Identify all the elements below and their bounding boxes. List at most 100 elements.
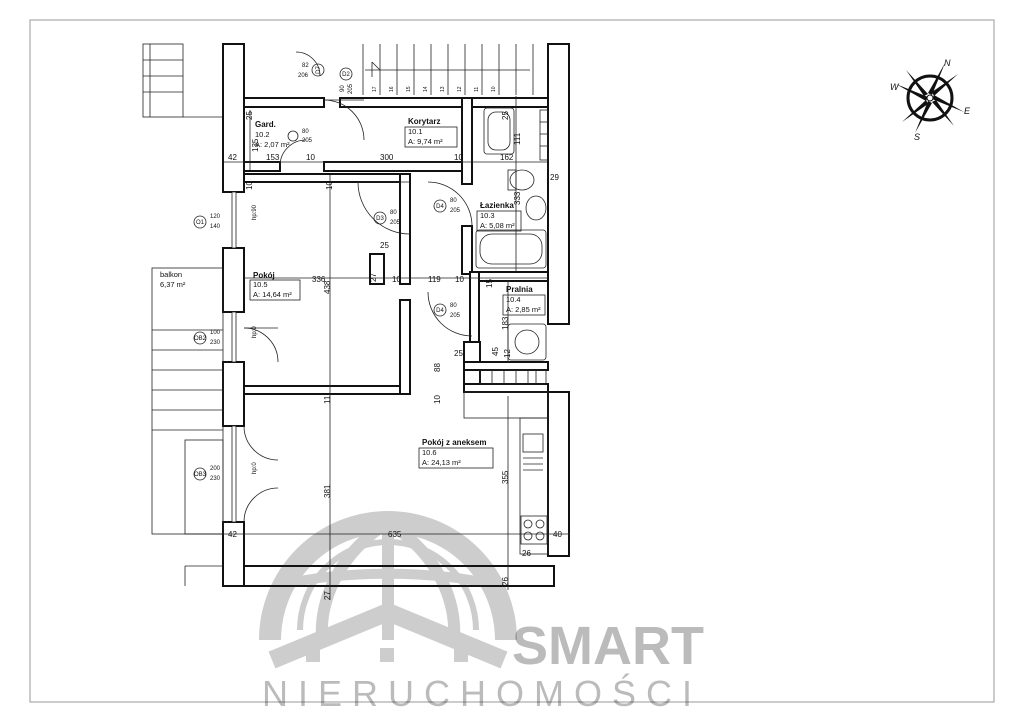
staircase	[362, 44, 534, 95]
dim-label: 438	[323, 280, 332, 294]
dim-label: 300	[380, 153, 394, 162]
watermark-brand: SMART NIERUCHOMOŚCI	[262, 616, 704, 714]
dim-label: 10	[454, 153, 463, 162]
door-tag: D2	[342, 72, 350, 78]
dim-label: 15	[485, 279, 494, 288]
door-tag: 80	[302, 129, 309, 135]
door-tag: 82	[302, 63, 309, 69]
balcony-area: 6,37 m²	[160, 280, 186, 289]
stair-number: 17	[372, 86, 378, 92]
room-area-pralnia: A: 2,85 m²	[506, 305, 541, 314]
door-tag: 80	[390, 210, 397, 216]
room-name-korytarz: Korytarz	[408, 117, 440, 126]
dim-label: 27	[323, 591, 332, 600]
dim-label: 635	[388, 530, 402, 539]
door-tag: D4	[436, 204, 444, 210]
dim-label: 119	[428, 275, 441, 284]
windows	[231, 191, 279, 523]
room-area-lazienka: A: 5,08 m²	[480, 221, 515, 230]
door-tag: 80	[450, 198, 457, 204]
room-name-pokoj: Pokój	[253, 271, 275, 280]
dim-label: 27	[369, 273, 378, 282]
window-tag: hp:90	[252, 204, 258, 220]
watermark-globe	[259, 511, 517, 669]
sheet-frame	[29, 19, 995, 703]
room-number-pokoj: 10.5	[253, 280, 268, 289]
door-tag: 205	[450, 208, 461, 214]
window-tag: 200	[210, 466, 221, 472]
compass-rose	[896, 63, 964, 133]
room-number-lazienka: 10.3	[480, 211, 495, 220]
balcony-name: balkon	[160, 270, 182, 279]
dim-label: 26	[522, 549, 531, 558]
dim-label: 355	[501, 470, 510, 484]
stair-number: 16	[389, 86, 395, 92]
dim-label: 135	[251, 138, 260, 152]
room-name-lazienka: Łazienka	[480, 201, 514, 210]
door-tag: D7	[316, 66, 322, 74]
window-tag: OB3	[194, 472, 207, 478]
dim-label: 162	[500, 153, 514, 162]
room-number-gard: 10.2	[255, 130, 270, 139]
window-tag: 230	[210, 340, 221, 346]
dim-label: 42	[228, 153, 237, 162]
window-tag: OB2	[194, 336, 207, 342]
room-area-gard: A: 2,07 m²	[255, 140, 290, 149]
stair-number: 14	[423, 86, 429, 92]
outer-walls	[222, 43, 570, 587]
brand-tagline: NIERUCHOMOŚCI	[262, 672, 702, 714]
room-number-korytarz: 10.1	[408, 127, 423, 136]
window-tag: 120	[210, 214, 221, 220]
stair-number: 15	[406, 86, 412, 92]
stair-number: 13	[440, 86, 446, 92]
stair-numbers: 17 16 15 14 13 12 11 10	[372, 86, 497, 92]
room-area-pokoj: A: 14,64 m²	[253, 290, 292, 299]
dim-label: 10	[245, 181, 254, 190]
window-tag: 140	[210, 224, 221, 230]
compass-east: E	[964, 106, 971, 116]
upper-balcony	[142, 43, 223, 118]
kitchen-unit	[463, 369, 549, 555]
window-tag: hp:0	[252, 462, 258, 474]
dim-label: 333	[513, 191, 522, 205]
dim-label: 381	[323, 484, 332, 498]
window-tag: 100	[210, 330, 221, 336]
door-tags: D7 82 206 D2 90 205 80 205 D3 80 205 D4 …	[193, 63, 461, 482]
room-name-pokoj-z-aneksem: Pokój z aneksem	[422, 438, 486, 447]
window-tag: 230	[210, 476, 221, 482]
dim-label: 153	[266, 153, 280, 162]
interior-walls	[243, 97, 549, 395]
dim-label: 12	[503, 349, 512, 358]
room-labels: Korytarz 10.1 A: 9,74 m² Gard. 10.2 A: 2…	[160, 117, 546, 469]
door-tag: 206	[298, 73, 309, 79]
dimension-labels: 42 153 10 300 10 162 135 25 10 10 29 333…	[228, 111, 562, 600]
brand-name: SMART	[512, 616, 704, 676]
door-swings	[279, 51, 473, 337]
dim-label: 25	[380, 241, 389, 250]
dim-label: 42	[228, 530, 237, 539]
dim-label: 40	[553, 530, 562, 539]
dim-label: 183	[501, 316, 510, 330]
stair-number: 11	[474, 87, 480, 92]
door-tag: 205	[390, 220, 401, 226]
room-area-pokoj-z-aneksem: A: 24,13 m²	[422, 458, 461, 467]
compass-south: S	[914, 132, 920, 142]
room-name-gard: Gard.	[255, 120, 276, 129]
dim-label: 29	[550, 173, 559, 182]
compass-letters: N E S W	[890, 58, 971, 142]
door-tag: D3	[376, 216, 384, 222]
dim-label: 10	[306, 153, 315, 162]
room-number-pralnia: 10.4	[506, 295, 521, 304]
door-tag: 205	[302, 138, 313, 144]
dim-label: 45	[491, 347, 500, 356]
room-number-pokoj-z-aneksem: 10.6	[422, 448, 437, 457]
door-tag: 205	[450, 313, 461, 319]
dim-label: 336	[312, 275, 326, 284]
compass-west: W	[890, 82, 900, 92]
door-tag: 80	[450, 303, 457, 309]
dim-label: 88	[433, 363, 442, 372]
stair-number: 12	[457, 86, 463, 92]
bathroom-fixtures	[475, 107, 549, 361]
room-name-pralnia: Pralnia	[506, 285, 533, 294]
